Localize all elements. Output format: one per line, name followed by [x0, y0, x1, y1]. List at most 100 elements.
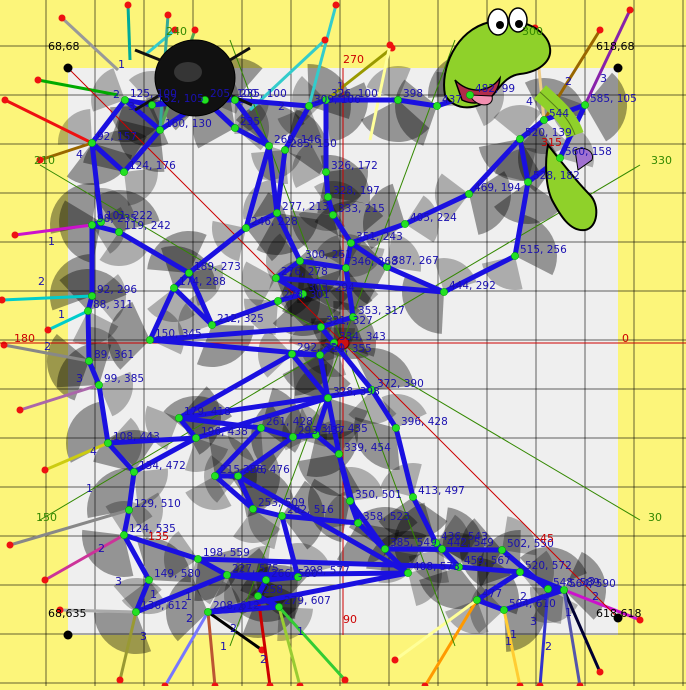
- spoke-number-label: 1: [150, 588, 157, 601]
- spoke-tip: [164, 11, 172, 19]
- angle-wedge: [345, 243, 385, 278]
- node-label: 405, 224: [410, 212, 457, 224]
- node-label: 477: [482, 588, 502, 600]
- angle-label: 30: [648, 511, 662, 524]
- graph-edge: [274, 210, 303, 264]
- spoke-line: [248, 38, 327, 112]
- graph-edge: [517, 117, 547, 142]
- graph-node: [322, 96, 330, 104]
- node-label: 298, 577: [303, 565, 350, 577]
- spoke-line: [206, 611, 217, 687]
- graph-edge: [263, 574, 301, 583]
- graph-edge: [282, 103, 312, 153]
- graph-edge: [410, 494, 439, 546]
- spoke-line: [39, 141, 93, 162]
- spoke-tip: [596, 668, 604, 676]
- angle-wedge: [302, 343, 347, 377]
- graph-edge: [517, 569, 567, 593]
- node-label: 119, 242: [124, 220, 171, 232]
- graph-node: [85, 357, 93, 365]
- node-label: 560, 158: [565, 146, 612, 158]
- spoke-tip: [0, 296, 6, 304]
- node-label: 385, 549: [390, 537, 437, 549]
- angle-wedge: [405, 195, 439, 243]
- angle-wedge: [235, 103, 305, 146]
- graph-node: [368, 386, 376, 394]
- graph-node: [347, 239, 355, 247]
- graph-node: [401, 220, 409, 228]
- graph-edge: [343, 265, 356, 320]
- node-label: 266, 580: [271, 568, 318, 580]
- graph-edge: [347, 498, 361, 526]
- angle-wedge: [165, 573, 208, 642]
- graph-node: [192, 434, 200, 442]
- graph-edge: [186, 225, 249, 276]
- graph-node: [322, 168, 330, 176]
- angle-wedge: [493, 105, 542, 139]
- graph-node: [392, 424, 400, 432]
- angle-wedge: [134, 468, 168, 506]
- graph-node: [433, 102, 441, 110]
- spoke-tip: [171, 26, 179, 34]
- graph-edge: [317, 352, 331, 401]
- node-label: 333, 215: [338, 203, 385, 215]
- graph-node: [354, 519, 362, 527]
- node-label: 88, 311: [93, 299, 133, 311]
- graph-node: [275, 603, 283, 611]
- graph-edge: [105, 440, 137, 475]
- graph-edge: [395, 97, 440, 109]
- graph-node: [511, 252, 519, 260]
- angle-wedge: [147, 288, 195, 322]
- graph-edge: [258, 425, 296, 440]
- spoke-tip: [36, 156, 44, 164]
- graph-node: [145, 576, 153, 584]
- graph-edge: [297, 258, 349, 271]
- spoke-tip: [16, 406, 24, 414]
- graph-edge: [96, 382, 111, 446]
- spoke-line: [325, 46, 393, 102]
- angle-wedge: [184, 438, 229, 472]
- graph-edge: [273, 275, 447, 295]
- node-label: 129, 510: [134, 498, 181, 510]
- node-label: 278, 301: [283, 289, 330, 301]
- node-label: 504, 610: [509, 598, 556, 610]
- graph-node: [120, 168, 128, 176]
- graph-node: [305, 102, 313, 110]
- graph-edge: [289, 351, 323, 358]
- node-label: 350, 501: [355, 489, 402, 501]
- node-label: 238, 476: [243, 464, 290, 476]
- node-label: 136, 612: [141, 600, 188, 612]
- angle-wedge: [46, 334, 89, 401]
- angle-wedge: [298, 197, 345, 231]
- node-label: 134, 472: [139, 460, 186, 472]
- angle-label: 90: [343, 613, 357, 626]
- graph-edge: [323, 169, 331, 200]
- graph-node: [97, 218, 105, 226]
- graph-node: [317, 323, 325, 331]
- graph-node: [455, 563, 463, 571]
- graph-node: [540, 116, 548, 124]
- angle-wedge: [306, 429, 359, 477]
- node-label: 482, 99: [475, 83, 515, 95]
- spoke-number-label: 3: [128, 100, 135, 113]
- spoke-line: [562, 589, 582, 687]
- spoke-number-label: 1: [337, 80, 344, 93]
- graph-edge: [318, 314, 356, 330]
- graph-node: [274, 297, 282, 305]
- graph-node: [342, 264, 350, 272]
- angle-wedge: [585, 72, 628, 142]
- graph-node: [231, 124, 239, 132]
- node-label: 444, 292: [449, 280, 496, 292]
- graph-edge: [209, 298, 281, 328]
- node-label: 277, 213: [282, 201, 329, 213]
- angle-wedge: [353, 417, 400, 470]
- angle-wedge: [348, 390, 397, 425]
- spoke-number-label: 2: [592, 590, 599, 603]
- spoke-tip: [41, 466, 49, 474]
- graph-node: [115, 228, 123, 236]
- graph-edge: [147, 285, 177, 343]
- graph-node: [316, 351, 324, 359]
- graph-node: [242, 224, 250, 232]
- angle-wedge: [320, 154, 371, 205]
